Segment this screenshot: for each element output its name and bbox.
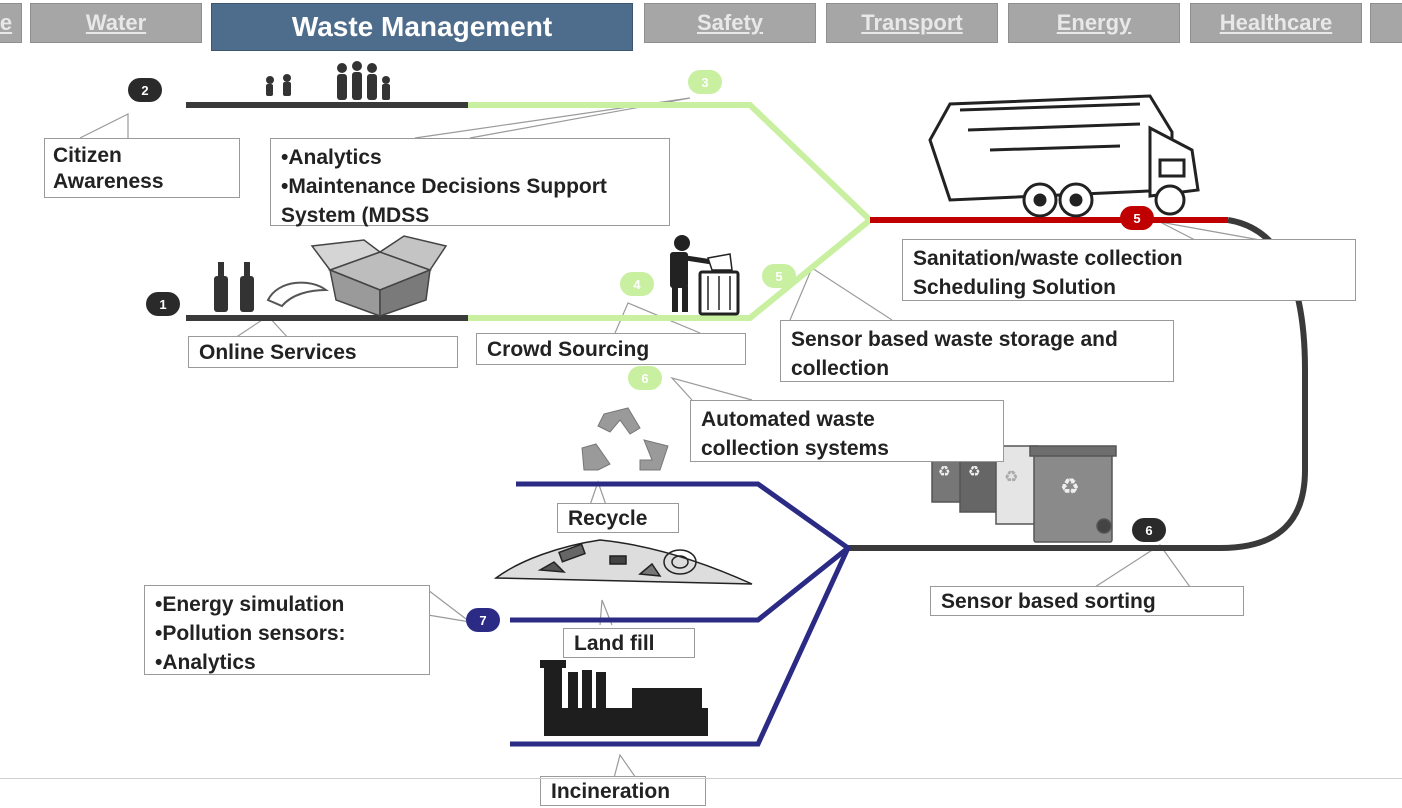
sensor-storage-callout: Sensor based waste storage and collectio… [780, 320, 1174, 382]
step-badge-7: 7 [466, 608, 500, 632]
tab-transport[interactable]: Transport [826, 3, 998, 43]
crowd-sourcing-callout: Crowd Sourcing [476, 333, 746, 365]
garbage-truck-icon [928, 94, 1200, 218]
factory-icon [540, 660, 708, 736]
step-badge-4: 4 [620, 272, 654, 296]
step-badge-5-green: 5 [762, 264, 796, 288]
box-icon [310, 235, 448, 318]
step-badge-2: 2 [128, 78, 162, 102]
recycle-icon [581, 407, 669, 471]
bottom-divider [0, 778, 1402, 779]
step-badge-3: 3 [688, 70, 722, 94]
crowd-sourcing-green-line [468, 217, 872, 321]
step-badge-6-green: 6 [628, 366, 662, 390]
analytics-green-line [468, 102, 873, 223]
incineration-label: Incineration [540, 776, 706, 806]
tab-waste-management[interactable]: Waste Management [211, 3, 633, 51]
tab-partial-left[interactable]: e [0, 3, 22, 43]
tab-water[interactable]: Water [30, 3, 202, 43]
tab-energy[interactable]: Energy [1008, 3, 1180, 43]
sanitation-scheduling-callout: Sanitation/waste collection Scheduling S… [902, 239, 1356, 301]
step-badge-1: 1 [146, 292, 180, 316]
land-fill-label: Land fill [563, 628, 695, 658]
category-tab-bar: e Water Waste Management Safety Transpor… [0, 0, 1402, 51]
step-badge-6-dark: 6 [1132, 518, 1166, 542]
svg-text:♻: ♻ [1060, 475, 1080, 500]
bottles-icon [214, 262, 254, 312]
crushed-can-icon [266, 281, 330, 308]
analytics-mdss-callout: •Analytics •Maintenance Decisions Suppor… [270, 138, 670, 227]
bin-person-icon [670, 235, 740, 316]
svg-text:♻: ♻ [938, 464, 951, 480]
step-badge-5-red: 5 [1120, 206, 1154, 230]
citizen-awareness-callout: Citizen Awareness [44, 138, 240, 198]
energy-pollution-analytics-callout: •Energy simulation •Pollution sensors: •… [144, 585, 430, 675]
online-services-callout: Online Services [188, 336, 458, 368]
svg-text:♻: ♻ [968, 464, 981, 480]
waste-pile-icon [493, 539, 753, 585]
incineration-blue-line [510, 546, 851, 747]
recycle-bins-icon: ♻ ♻ ♻ ♻ [931, 445, 1117, 543]
tab-healthcare[interactable]: Healthcare [1190, 3, 1362, 43]
tab-safety[interactable]: Safety [644, 3, 816, 43]
people-silhouette-icon [266, 61, 390, 100]
automated-collection-callout: Automated waste collection systems [690, 400, 1004, 462]
sensor-sorting-callout: Sensor based sorting [930, 586, 1244, 616]
tab-partial-right[interactable] [1370, 3, 1402, 43]
svg-text:♻: ♻ [1004, 467, 1018, 486]
recycle-label: Recycle [557, 503, 679, 533]
